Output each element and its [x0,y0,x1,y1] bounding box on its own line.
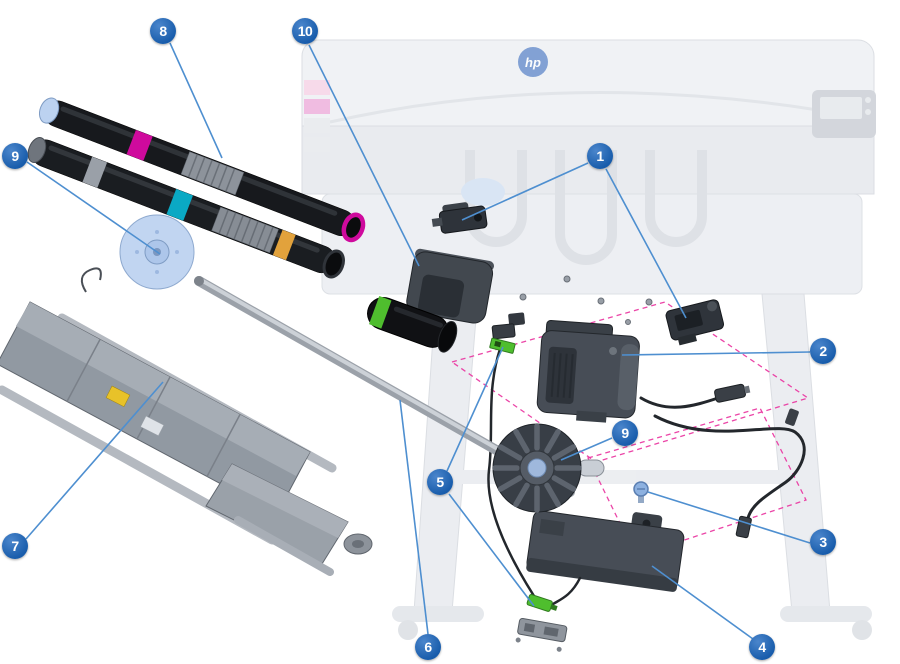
leader-4 [651,565,754,640]
callout-1: 1 [587,143,613,169]
ink-slot [304,99,330,114]
info-label [140,415,165,437]
lower-cover-part-4 [526,510,685,592]
callout-9-left: 9 [2,143,28,169]
bracket-part-1-right [665,299,725,346]
dashed-outline-upper [450,301,810,463]
callout-5: 5 [427,469,453,495]
callout-8: 8 [150,18,176,44]
callout-2: 2 [810,338,836,364]
leader-8 [169,42,223,159]
spindle-tube-back-part-8 [38,97,366,243]
leader-6 [399,399,429,635]
motor-assembly-part-2 [536,320,640,423]
callout-7: 7 [2,533,28,559]
warning-label [105,385,131,407]
ink-slot [304,118,330,133]
curved-cover-part-10 [406,248,494,324]
cable-connector [735,515,752,539]
cover-cable [548,576,582,608]
bin-assembly-part-7 [0,267,373,576]
leader-9-center [560,437,613,461]
callout-3: 3 [810,529,836,555]
sensor-bracket-small [508,312,525,326]
thumbscrew-part-3 [633,481,649,503]
sensor-cable [487,347,536,598]
cable-connector [714,383,751,403]
pinwheel-hub-part-9 [492,423,605,513]
callout-10: 10 [292,18,318,44]
loose-screws [519,275,653,325]
media-holder-arc [555,150,617,265]
leader-lines [25,42,811,640]
leader-7 [25,381,164,540]
callout-4: 4 [749,634,775,660]
hp-logo-text: hp [525,55,541,70]
leader-5b [448,493,535,607]
cable-connector [785,408,799,426]
ink-slot [304,137,330,152]
leader-3 [647,491,811,544]
leader-9-left [26,161,161,255]
leader-10 [308,44,420,267]
leader-2 [621,351,811,356]
hp-logo-icon: hp [518,47,548,77]
adapter-tube [367,295,458,353]
sensor-mount-bracket [515,617,568,652]
callout-6: 6 [415,634,441,660]
leader-5a [446,346,504,472]
media-holder-arc [645,150,707,247]
right-cable [653,414,806,520]
spindle-tube-front-part-8 [27,137,345,279]
leader-1a [461,162,589,221]
ink-slot [304,80,330,95]
leader-1b [605,168,687,319]
callout-9-center: 9 [612,420,638,446]
motor-cable [639,396,720,409]
